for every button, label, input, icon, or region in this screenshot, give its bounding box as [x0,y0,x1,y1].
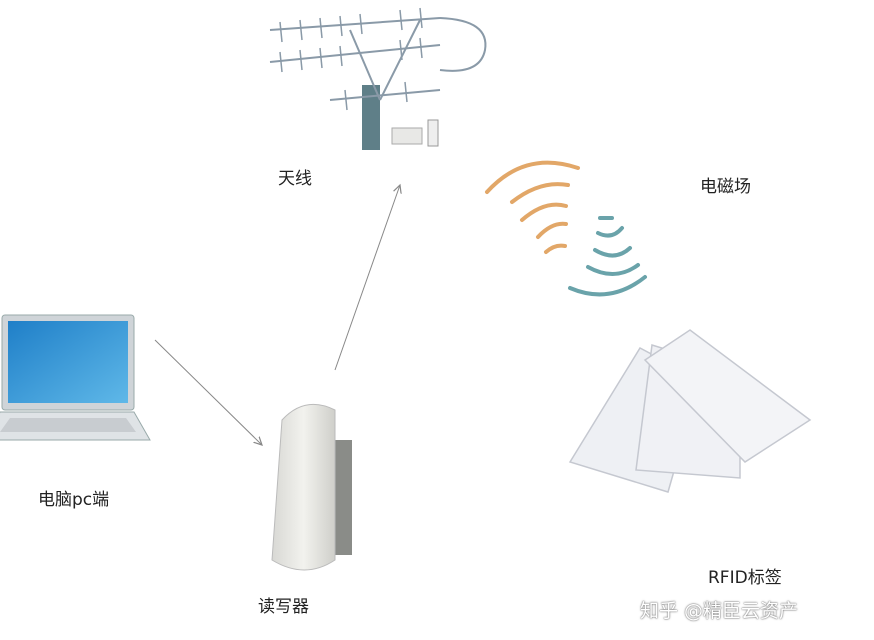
reader-label: 读写器 [258,597,309,617]
arrow-reader-to-antenna [334,185,400,371]
electromagnetic-wave-icon [485,160,647,297]
watermark: 知乎 @精臣云资产 [640,600,799,622]
laptop-image [0,314,151,441]
tags-label: RFID标签 [708,568,782,588]
reader-image [271,403,352,571]
antenna-label: 天线 [278,169,312,189]
field-label: 电磁场 [700,177,751,197]
pc-label: 电脑pc端 [38,490,110,510]
arrow-pc-to-reader [154,339,262,445]
antenna-image [269,7,487,150]
rfid-cards-image [568,329,812,493]
